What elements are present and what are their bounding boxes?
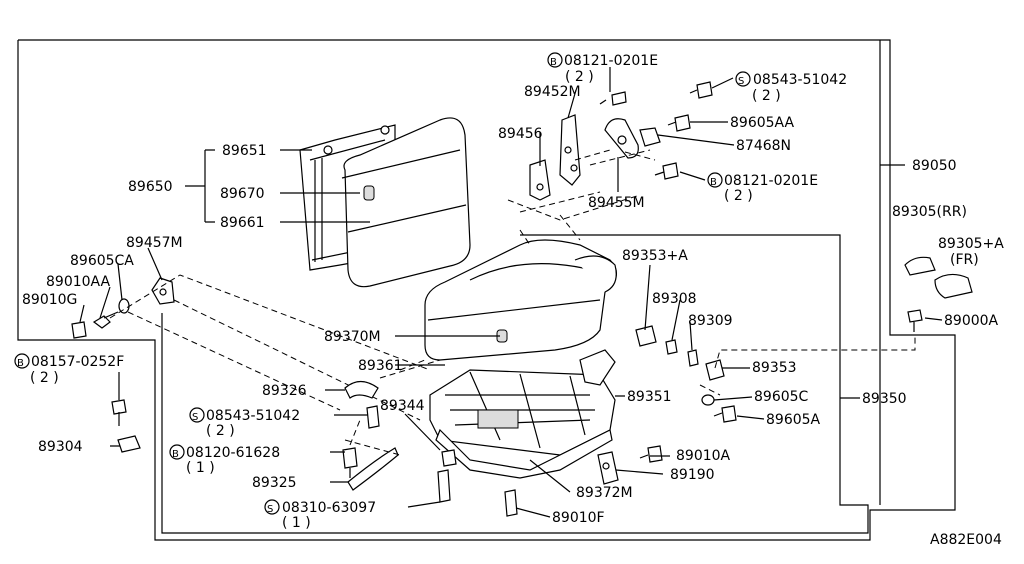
leader-lines [79, 40, 943, 518]
bolt-symbol-icon [169, 444, 185, 460]
bolt-symbol-icon [707, 172, 723, 188]
label-89456: 89456 [498, 126, 543, 142]
label-89455M: 89455M [588, 195, 645, 211]
label-89010A: 89010A [676, 448, 731, 464]
label-08543-a-qty: ( 2 ) [752, 88, 781, 104]
symbol-b-08121b: B [710, 177, 717, 188]
label-08121-0201E-a: 08121-0201E [564, 53, 658, 69]
label-89605A: 89605A [766, 412, 821, 428]
seat-back-cushion [341, 117, 471, 288]
hinge-guides [507, 149, 656, 246]
label-08543-51042-b: 08543-51042 [206, 408, 300, 424]
label-89361: 89361 [358, 358, 403, 374]
lower-guides [344, 359, 441, 456]
label-08310-qty: ( 1 ) [282, 515, 311, 531]
label-89372M: 89372M [576, 485, 633, 501]
label-89351: 89351 [627, 389, 672, 405]
label-89305-rr: 89305(RR) [892, 204, 967, 220]
bolt-symbol-icon [14, 353, 30, 369]
label-89353: 89353 [752, 360, 797, 376]
label-08121-a-qty: ( 2 ) [565, 69, 594, 85]
symbol-s-08543b: S [192, 412, 198, 423]
label-89370M: 89370M [324, 329, 381, 345]
label-89308: 89308 [652, 291, 697, 307]
label-89670: 89670 [220, 186, 265, 202]
label-08543-b-qty: ( 2 ) [206, 423, 235, 439]
label-89190: 89190 [670, 467, 715, 483]
symbol-s-08310: S [267, 504, 273, 515]
left-guides [109, 274, 431, 421]
label-89350: 89350 [862, 391, 907, 407]
label-87468N: 87468N [736, 138, 791, 154]
seat-cushion [424, 239, 617, 361]
far-right-parts [904, 256, 973, 332]
bolt-symbol-icon [547, 52, 563, 68]
screw-symbol-icon [735, 71, 751, 87]
label-89325: 89325 [252, 475, 297, 491]
symbol-b-08121a: B [550, 57, 557, 68]
label-89452M: 89452M [524, 84, 581, 100]
label-89457M: 89457M [126, 235, 183, 251]
label-08157-0252F: 08157-0252F [31, 354, 124, 370]
label-08120-qty: ( 1 ) [186, 460, 215, 476]
screw-symbol-icon [264, 499, 280, 515]
label-89344: 89344 [380, 398, 425, 414]
label-89304: 89304 [38, 439, 83, 455]
label-08157-qty: ( 2 ) [30, 370, 59, 386]
label-89651: 89651 [222, 143, 267, 159]
label-89605CA: 89605CA [70, 253, 134, 269]
label-89305-fr: 89305+A [938, 236, 1004, 252]
part-labels: 89651 89650 89670 89661 89457M 89605CA 8… [14, 52, 1004, 548]
label-89010G: 89010G [22, 292, 77, 308]
label-08310-63097: 08310-63097 [282, 500, 376, 516]
label-89050: 89050 [912, 158, 957, 174]
label-89010F: 89010F [552, 510, 605, 526]
label-89000A: 89000A [944, 313, 999, 329]
label-89661: 89661 [220, 215, 265, 231]
frame-outer [17, 39, 956, 541]
label-89326: 89326 [262, 383, 307, 399]
label-89650: 89650 [128, 179, 173, 195]
label-08120-61628: 08120-61628 [186, 445, 280, 461]
label-89605C: 89605C [754, 389, 809, 405]
label-08543-51042-a: 08543-51042 [753, 72, 847, 88]
label-89010AA: 89010AA [46, 274, 111, 290]
label-89305-fr-note: (FR) [950, 252, 979, 268]
label-08121-b-qty: ( 2 ) [724, 188, 753, 204]
symbol-b-08120: B [172, 449, 179, 460]
label-08121-0201E-b: 08121-0201E [724, 173, 818, 189]
left-parts [71, 277, 175, 453]
label-89605AA: 89605AA [730, 115, 795, 131]
right-guides [699, 335, 916, 396]
symbol-s-08543a: S [738, 76, 744, 87]
symbol-b-08157: B [17, 358, 24, 369]
label-89309: 89309 [688, 313, 733, 329]
diagram-code: A882E004 [930, 532, 1002, 548]
frame-inner [161, 234, 869, 534]
right-parts [597, 325, 737, 485]
seat-frame [429, 349, 616, 479]
lower-left-parts [342, 380, 518, 517]
hinge-parts [529, 81, 713, 201]
label-89353-a: 89353+A [622, 248, 688, 264]
screw-symbol-icon [189, 407, 205, 423]
